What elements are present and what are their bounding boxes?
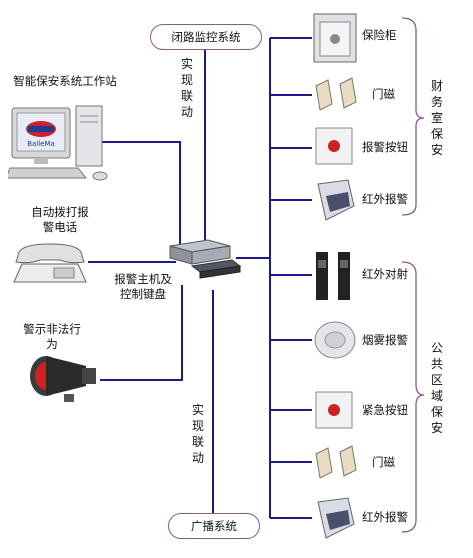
device-label-infrared-alarm-public: 红外报警 (362, 510, 408, 524)
broadcast-system-box: 广播系统 (168, 513, 260, 539)
emergency-button-icon (315, 391, 353, 429)
link-workstation (96, 141, 181, 245)
cctv-system-box: 闭路监控系统 (150, 24, 262, 50)
linkage-label-bottom: 实现联动 (191, 403, 204, 465)
safe-icon (313, 13, 357, 63)
device-label-emergency-button: 紧急按钮 (362, 403, 408, 417)
infrared-alarm-icon (317, 497, 355, 539)
linkage-label-top: 实现联动 (180, 57, 193, 119)
infrared-alarm-icon (317, 179, 355, 221)
siren-label: 警示非法行为 (23, 322, 81, 351)
device-label-smoke-alarm: 烟雾报警 (362, 333, 408, 347)
workstation-label: 智能保安系统工作站 (13, 74, 117, 88)
group-label-public: 公共区域保安 (430, 341, 443, 435)
device-label-infrared-beam: 红外对射 (362, 267, 408, 281)
alarm-button-icon (315, 127, 353, 165)
phone-icon (13, 243, 87, 283)
finance-bracket (401, 17, 425, 216)
alarm-host-icon (169, 239, 242, 279)
smoke-alarm-icon (314, 321, 356, 359)
broadcast-system-label: 广播系统 (191, 519, 237, 533)
group-label-finance: 财务室保安 (430, 79, 443, 157)
device-label-safe: 保险柜 (362, 28, 397, 42)
device-label-infrared-alarm: 红外报警 (362, 192, 408, 206)
cctv-system-label: 闭路监控系统 (171, 30, 241, 44)
door-magnet-icon (315, 445, 357, 479)
monitor-brand: BalleMa (27, 140, 55, 148)
device-label-door-magnet-public: 门磁 (372, 455, 395, 469)
workstation-icon: BalleMa (8, 105, 108, 181)
door-magnet-icon (315, 77, 357, 111)
device-label-alarm-button: 报警按钮 (362, 140, 408, 154)
infrared-beam-icon (316, 252, 350, 300)
phone-label: 自动拨打报警电话 (31, 205, 89, 234)
link-siren (100, 285, 183, 381)
host-label: 报警主机及控制键盘 (114, 272, 172, 301)
public-bracket (401, 261, 425, 533)
siren-icon (30, 356, 96, 402)
device-label-door-magnet: 门磁 (372, 87, 395, 101)
